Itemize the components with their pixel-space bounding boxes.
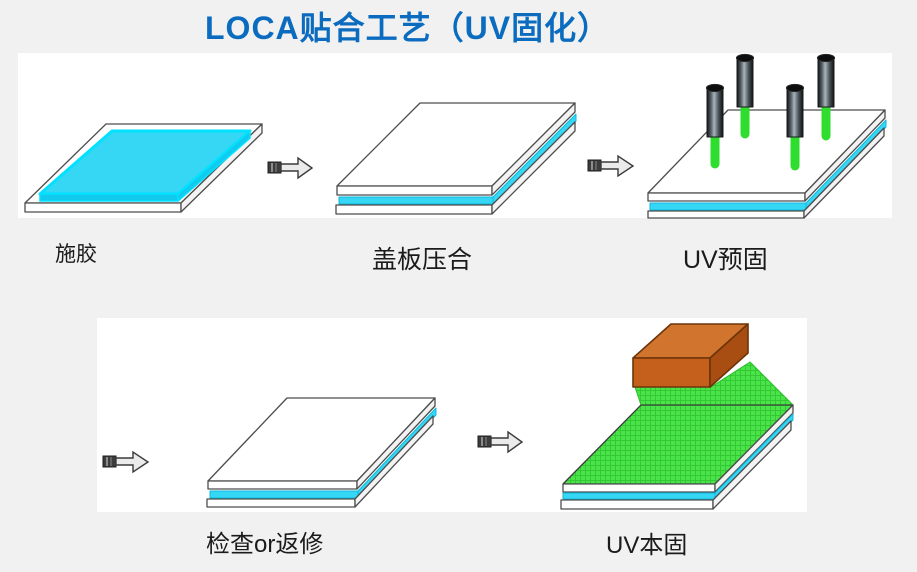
base-front-face <box>206 498 356 508</box>
step5-uv-maincure-graphic <box>560 323 794 510</box>
housing-front-face <box>632 357 711 388</box>
step3-uv-precure-graphic <box>647 53 887 219</box>
cover-side-face <box>491 102 576 196</box>
step4-label: 检查or返修 <box>206 531 324 558</box>
step2-label: 盖板压合 <box>372 246 473 274</box>
cover-front-face <box>336 185 493 196</box>
arrow-right-icon <box>102 450 150 474</box>
glass-front-face <box>24 202 182 213</box>
arrow-right-icon <box>267 156 314 180</box>
arrow-body <box>115 450 150 474</box>
uv-lamp-housing <box>632 323 749 388</box>
arrow-tail-cap <box>587 159 602 172</box>
arrow-right-icon <box>477 430 524 454</box>
base-front-face <box>560 499 714 510</box>
arrow-tail-cap <box>267 161 282 174</box>
page-title: LOCA贴合工艺（UV固化） <box>205 10 611 46</box>
glue-layer-front <box>39 193 179 202</box>
base-front-face <box>335 204 493 215</box>
glue-front-face <box>209 490 359 499</box>
arrow-body <box>280 156 314 180</box>
base-side-face <box>803 127 885 219</box>
step5-label: UV本固 <box>606 532 688 559</box>
step1-label: 施胶 <box>55 243 97 266</box>
arrow-body <box>600 154 635 178</box>
uv-beams <box>710 100 831 171</box>
step1-apply-glue-graphic <box>24 123 263 213</box>
base-front-face <box>647 210 805 219</box>
glue-front-face <box>562 492 716 500</box>
uv-lamp-icon <box>816 53 836 108</box>
arrow-tail-cap <box>477 435 492 448</box>
step2-cover-lamination-graphic <box>335 102 577 215</box>
glue-front-face <box>649 202 807 211</box>
cover-side-face <box>714 404 794 493</box>
base-side-face <box>712 420 792 510</box>
cover-front-face <box>207 480 358 490</box>
arrow-tail-cap <box>102 455 117 468</box>
cover-front-face <box>647 192 806 202</box>
cover-side-face <box>356 397 436 490</box>
glue-side-face <box>492 113 577 205</box>
cover-front-face <box>562 483 716 493</box>
step4-inspect-rework-graphic <box>206 397 437 508</box>
glue-layer-side <box>177 130 251 202</box>
arrow-body <box>490 430 524 454</box>
arrow-right-icon <box>587 154 635 178</box>
uv-lamp-icon <box>735 53 755 108</box>
base-side-face <box>354 415 434 508</box>
uv-lamps <box>705 53 836 138</box>
uv-lamp-icon <box>705 83 725 138</box>
base-side-face <box>491 121 576 215</box>
cover-side-face <box>804 109 886 202</box>
step3-label: UV预固 <box>683 246 768 274</box>
housing-side-face <box>709 323 749 388</box>
glue-front-face <box>338 196 494 205</box>
uv-lamp-icon <box>785 83 805 138</box>
